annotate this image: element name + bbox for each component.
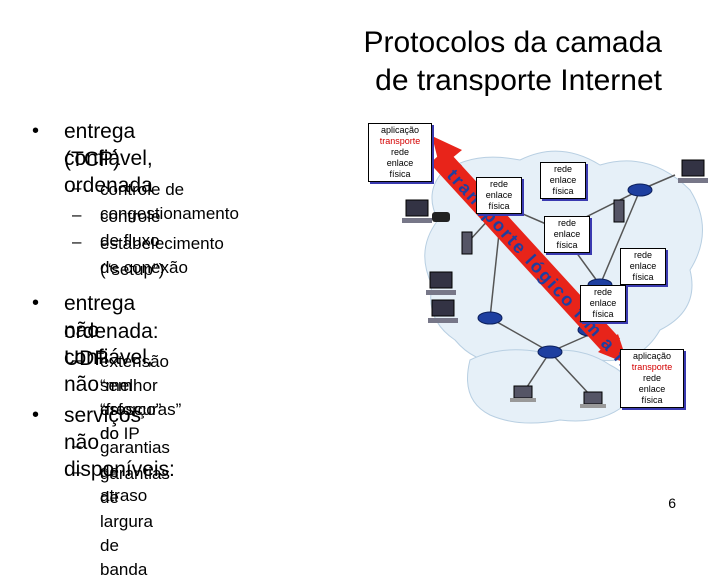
router-stack-4: rede enlace física [620, 248, 666, 285]
sub-connection-setup: estabelecimento de conexão [100, 234, 224, 277]
sub-dash: – [72, 205, 82, 224]
bullet-reliable-line2: (TCP) [64, 148, 120, 171]
layer-link: enlace [386, 158, 414, 168]
sub-dash: – [72, 462, 82, 481]
server-icon [613, 199, 625, 223]
layer-physical: física [641, 395, 663, 405]
sub-congestion-control: controle de congestionamento [100, 180, 239, 223]
network-diagram: transporte lógico fim a fim [402, 136, 708, 424]
layer-physical: física [552, 186, 574, 196]
bullet-dot: • [32, 292, 40, 314]
sub-dash: – [72, 436, 82, 455]
sub-delay-guarantees: garantias de atraso [100, 438, 170, 505]
sub-flow-control: controle de fluxo [100, 207, 161, 250]
layer-physical: física [488, 201, 510, 211]
laptop-icon [510, 385, 536, 402]
layer-network: rede [557, 218, 576, 228]
arrow-head-start [432, 136, 462, 168]
layer-physical: física [389, 169, 411, 179]
slide-title: Protocolos da camada de transporte Inter… [242, 24, 662, 100]
bullet-unreliable-line1: entrega não confiável, não [64, 292, 153, 396]
title-line-1: Protocolos da camada [363, 26, 662, 59]
router-stack-1: rede enlace física [476, 177, 522, 214]
layer-link: enlace [638, 384, 666, 394]
layer-network: rede [553, 164, 572, 174]
desktop-computer-icon [426, 271, 456, 295]
page-number: 6 [668, 495, 676, 511]
router-icon [477, 311, 503, 325]
router-stack-5: rede enlace física [580, 285, 626, 322]
telephone-icon [432, 212, 450, 222]
sub-dash: – [72, 178, 82, 197]
desktop-computer-icon [428, 299, 458, 323]
host-stack-source: aplicação transporte rede enlace física [368, 123, 432, 182]
layer-link: enlace [553, 229, 581, 239]
sub-dash: – [72, 350, 82, 369]
layer-physical: física [592, 309, 614, 319]
layer-physical: física [632, 272, 654, 282]
laptop-icon [580, 391, 606, 408]
host-stack-destination: aplicação transporte rede enlace física [620, 349, 684, 408]
router-icon [627, 183, 653, 197]
layer-network: rede [642, 373, 661, 383]
sub-udp-extension-cont: “melhor esforço” do IP [100, 376, 162, 443]
layer-physical: física [556, 240, 578, 250]
desktop-computer-icon [678, 159, 708, 183]
router-stack-2: rede enlace física [540, 162, 586, 199]
router-stack-3: rede enlace física [544, 216, 590, 253]
desktop-computer-icon [402, 199, 432, 223]
layer-link: enlace [485, 190, 513, 200]
layer-link: enlace [629, 261, 657, 271]
layer-transport: transporte [631, 362, 673, 372]
layer-link: enlace [549, 175, 577, 185]
host-icons [402, 159, 708, 408]
bullet-dot: • [32, 404, 40, 426]
bullet-unavailable: serviços não disponíveis: [64, 404, 175, 481]
layer-network: rede [390, 147, 409, 157]
layer-network: rede [633, 250, 652, 260]
layer-application: aplicação [632, 351, 672, 361]
server-icon [461, 231, 473, 255]
layer-network: rede [489, 179, 508, 189]
layer-transport: transporte [379, 136, 421, 146]
sub-connection-setup-cont: (“setup”) [100, 260, 165, 279]
layer-application: aplicação [380, 125, 420, 135]
layer-link: enlace [589, 298, 617, 308]
bullet-dot: • [32, 120, 40, 142]
layer-network: rede [593, 287, 612, 297]
router-icon [537, 345, 563, 359]
sub-udp-extension: extensão sem “frescuras” do [100, 352, 182, 443]
bullet-reliable-line1: entrega confiável, ordenada [64, 120, 153, 197]
sub-dash: – [72, 232, 82, 251]
bullet-unreliable-line2: ordenada: UDP [64, 320, 159, 370]
title-line-2: de transporte Internet [375, 64, 662, 97]
